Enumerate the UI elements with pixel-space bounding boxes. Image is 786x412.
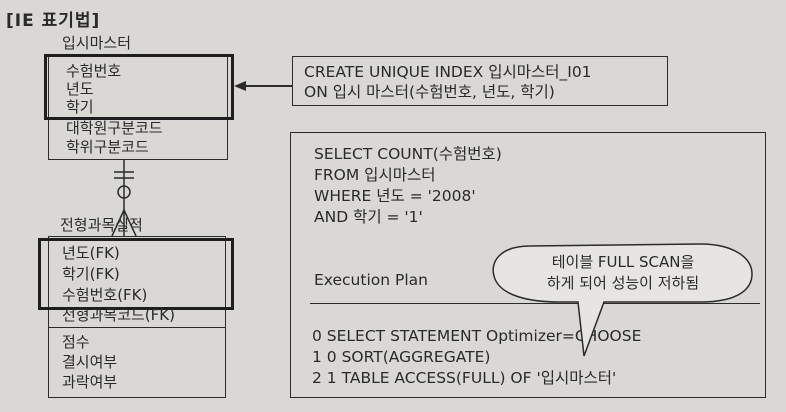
pk-row: 학기	[66, 98, 94, 116]
attr-row: 결시여부	[62, 353, 118, 371]
crowfoot-icon	[111, 209, 125, 237]
plan-divider	[310, 303, 760, 304]
plan-line: 2 1 TABLE ACCESS(FULL) OF '입시마스터'	[312, 369, 617, 387]
pk-row: 년도(FK)	[62, 244, 120, 262]
plan-line: 0 SELECT STATEMENT Optimizer=CHOOSE	[312, 327, 642, 345]
pk-row: 학기(FK)	[62, 265, 120, 283]
plan-line: 1 0 SORT(AGGREGATE)	[312, 348, 491, 366]
sql-box	[290, 132, 766, 398]
pk-row: 수험번호	[66, 62, 122, 80]
pk-row: 수험번호(FK)	[62, 286, 148, 304]
sql-line: FROM 입시마스터	[314, 166, 436, 184]
attr-row: 과락여부	[62, 373, 118, 391]
plan-header: Execution Plan	[314, 271, 428, 289]
optional-circle-icon	[117, 185, 131, 199]
callout-line-1: 테이블 FULL SCAN을	[551, 253, 695, 271]
sql-line: SELECT COUNT(수험번호)	[314, 145, 502, 163]
index-line-2: ON 입시 마스터(수험번호, 년도, 학기)	[304, 83, 555, 101]
index-line-1: CREATE UNIQUE INDEX 입시마스터_I01	[304, 63, 592, 81]
pk-divider	[48, 327, 226, 328]
entity-name-1: 입시마스터	[62, 34, 132, 52]
sql-line: WHERE 년도 = '2008'	[314, 187, 476, 205]
attr-row: 점수	[62, 333, 90, 351]
diagram-title: [IE 표기법]	[6, 11, 101, 31]
attr-row: 학위구분코드	[66, 138, 149, 156]
pk-row: 전형과목코드(FK)	[62, 306, 175, 324]
index-definition-box	[292, 56, 668, 106]
entity-box-2	[48, 236, 226, 398]
pk-row: 년도	[66, 80, 94, 98]
sql-line: AND 학기 = '1'	[314, 208, 423, 226]
index-highlight-2	[38, 238, 234, 310]
callout-line-2: 하게 되어 성능이 저하됨	[546, 274, 700, 292]
arrow-head-icon	[234, 81, 246, 91]
crowfoot-icon	[123, 209, 137, 237]
attr-row: 대학원구분코드	[66, 119, 163, 137]
index-highlight-1	[44, 54, 234, 120]
callout-bubble	[492, 243, 753, 357]
entity-name-2: 전형과목실적	[60, 216, 143, 234]
